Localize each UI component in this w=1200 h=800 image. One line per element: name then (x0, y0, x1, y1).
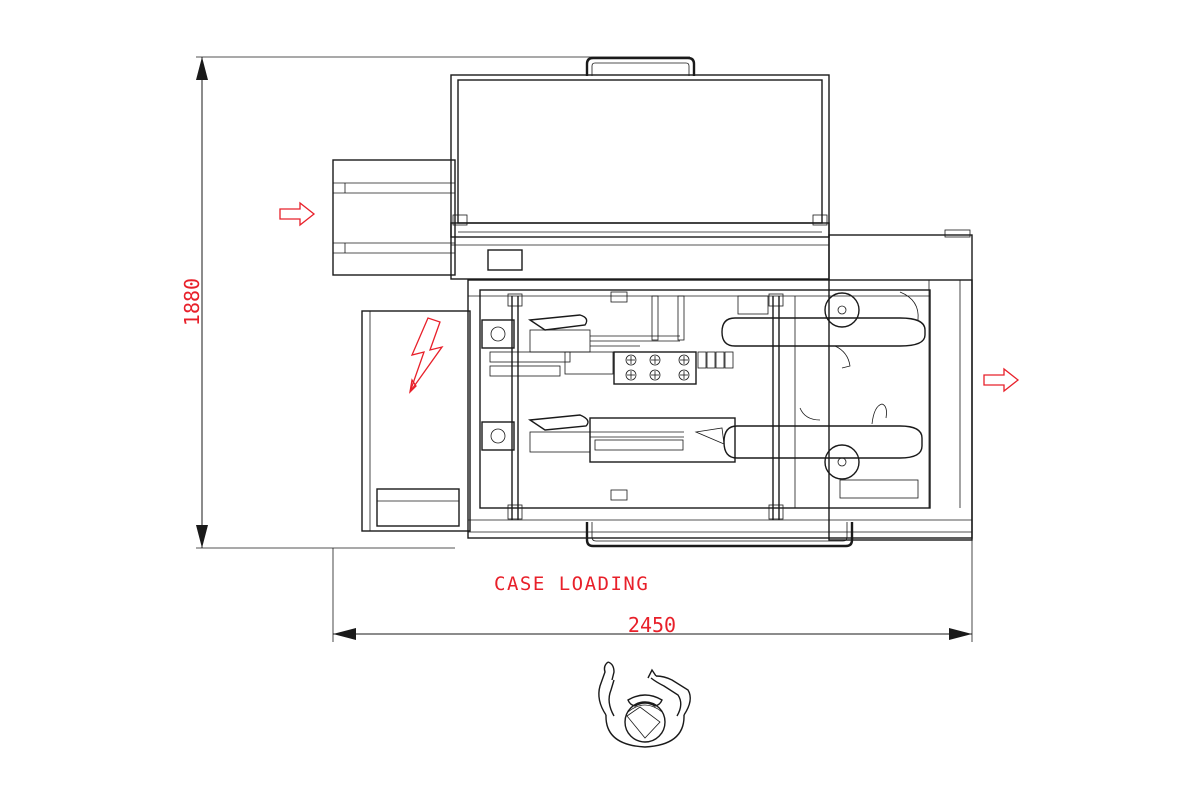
upper-tape-head (721, 291, 926, 369)
infeed-conveyor (332, 159, 456, 276)
lightning-bolt-icon (409, 317, 444, 394)
outfeed-section (828, 229, 973, 541)
height-dimension: 1880 (180, 56, 690, 549)
lower-flap-folder (481, 414, 736, 463)
height-dimension-label: 1880 (180, 278, 204, 326)
main-frame (467, 279, 973, 539)
lower-tape-head (694, 403, 923, 499)
operator-icon (598, 661, 691, 748)
width-dimension: 2450 (332, 540, 973, 642)
electrical-cabinet (361, 310, 471, 532)
infeed-arrow-icon (279, 201, 316, 227)
bottom-handle (585, 522, 854, 548)
outfeed-arrow-icon (983, 367, 1020, 393)
manifold-screws (625, 354, 690, 381)
case-magazine (450, 56, 830, 280)
case-loading-label: CASE LOADING (494, 573, 649, 595)
width-dimension-label: 2450 (628, 613, 676, 637)
upper-flap-folder (481, 295, 734, 385)
